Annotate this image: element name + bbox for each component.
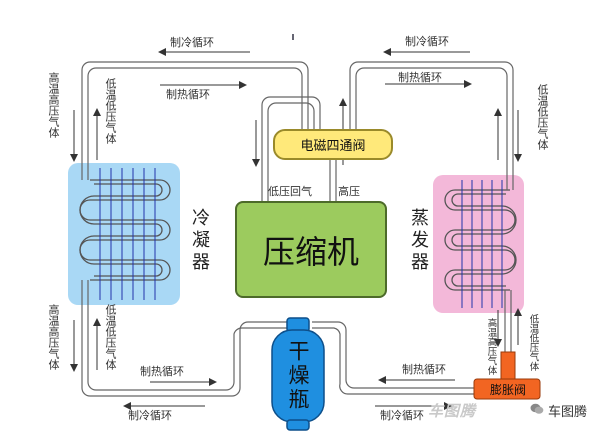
label-low-temp-gas-right-bottom: 低温低压气体 (527, 314, 539, 371)
label-low-temp-gas-left: 低温低压气体 (104, 78, 117, 144)
label-high-temp-gas-left-bottom: 高温高压气体 (47, 304, 60, 370)
watermark-logo: 车图腾 (428, 402, 477, 420)
pipes (81, 61, 514, 397)
expansion-valve-label: 膨胀阀 (489, 382, 526, 397)
label-cool-cycle-bottom-right: 制冷循环 (380, 409, 424, 422)
four-way-valve-label: 电磁四通阀 (300, 139, 366, 154)
label-low-pressure-return: 低压回气 (268, 185, 312, 198)
label-heat-cycle-top-right: 制热循环 (398, 71, 442, 84)
four-way-valve-box: 电磁四通阀 (273, 129, 393, 160)
condenser-coil (79, 179, 171, 281)
expansion-valve-shape (473, 351, 541, 400)
flow-arrows (70, 48, 522, 410)
label-low-temp-gas-left-bottom: 低温低压气体 (104, 304, 117, 370)
label-high-temp-gas-left: 高温高压气体 (47, 72, 60, 138)
label-heat-cycle-bottom-left: 制热循环 (140, 365, 184, 378)
compressor-label: 压缩机 (262, 232, 359, 271)
label-cool-cycle-bottom-left: 制冷循环 (128, 409, 172, 422)
drier-label: 干燥瓶 (286, 340, 310, 412)
label-heat-cycle-top-left: 制热循环 (166, 88, 210, 101)
condenser-label: 冷凝器 (189, 208, 210, 274)
label-low-temp-gas-right: 低温低压气体 (536, 84, 549, 150)
label-high-temp-gas-right-bottom: 高温高压气体 (485, 318, 497, 375)
label-cool-cycle-top-right: 制冷循环 (405, 35, 449, 48)
wechat-icon (530, 403, 544, 414)
watermark-brand: 车图腾 (548, 405, 588, 420)
evaporator-coil (444, 189, 517, 291)
evaporator-fins (461, 180, 503, 308)
condenser-body (68, 163, 180, 305)
label-heat-cycle-bottom-right: 制热循环 (402, 363, 446, 376)
drier-bottle (271, 317, 325, 431)
condenser-fins (99, 168, 156, 300)
label-cool-cycle-top-left: 制冷循环 (170, 36, 214, 49)
compressor-box: 压缩机 (235, 201, 387, 298)
label-high-pressure: 高压 (338, 185, 360, 198)
evaporator-label: 蒸发器 (408, 208, 429, 274)
